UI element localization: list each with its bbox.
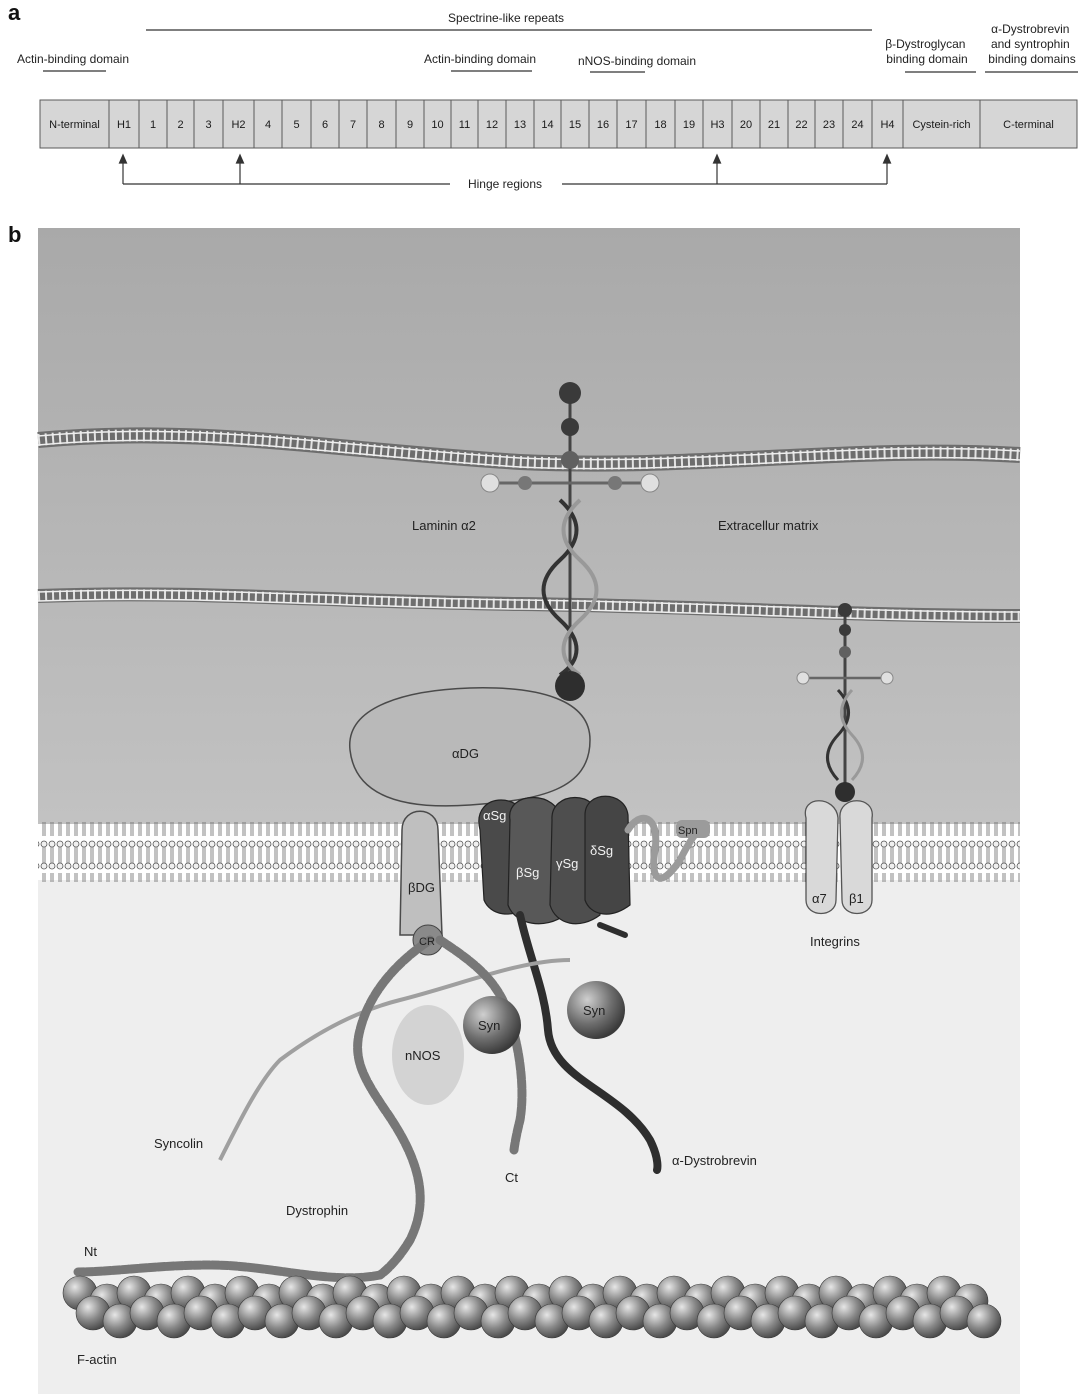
domain-cell-label: 9 xyxy=(407,119,413,131)
dsg-label: δSg xyxy=(590,843,613,858)
domain-cell: 2 xyxy=(167,100,194,148)
panel-b-complex-diagram: b xyxy=(8,222,1020,1394)
domain-cell-label: 18 xyxy=(654,119,666,131)
domain-cell-label: 10 xyxy=(431,119,443,131)
nnos-binding-domain-label: nNOS-binding domain xyxy=(578,54,696,68)
domain-cell-label: 19 xyxy=(683,119,695,131)
a7-label: α7 xyxy=(812,891,827,906)
adb-label: α-Dystrobrevin xyxy=(672,1153,757,1168)
domain-cell-label: 15 xyxy=(569,119,581,131)
bdg-binding-domain-label: β-Dystroglycan binding domain xyxy=(885,37,969,66)
extracellular-matrix-label: Extracellur matrix xyxy=(718,518,819,533)
domain-cell: 1 xyxy=(139,100,167,148)
domain-cell: 8 xyxy=(367,100,396,148)
domain-cell: 12 xyxy=(478,100,506,148)
domain-cell: Cystein-rich xyxy=(903,100,980,148)
actin-monomer xyxy=(967,1304,1001,1338)
domain-cell: 15 xyxy=(561,100,589,148)
domain-cell-label: H4 xyxy=(880,119,894,131)
domain-cell: 20 xyxy=(732,100,760,148)
domain-cell-label: 1 xyxy=(150,119,156,131)
adg-label: αDG xyxy=(452,746,479,761)
actin-binding-domain-2-label: Actin-binding domain xyxy=(424,52,536,66)
dystrophin-label: Dystrophin xyxy=(286,1203,348,1218)
domain-cell-label: H2 xyxy=(231,119,245,131)
domain-cell-label: 16 xyxy=(597,119,609,131)
domain-cell-label: C-terminal xyxy=(1003,119,1054,131)
domain-cell: 21 xyxy=(760,100,788,148)
domain-cell-label: H1 xyxy=(117,119,131,131)
domain-cell: H2 xyxy=(223,100,254,148)
domain-cell: 18 xyxy=(646,100,675,148)
domain-cell-label: 3 xyxy=(205,119,211,131)
syn-1-label: Syn xyxy=(478,1018,500,1033)
adb-binding-domain-label: α-Dystrobrevin and syntrophin binding do… xyxy=(988,22,1075,66)
domain-cell-label: 24 xyxy=(851,119,863,131)
gsg-label: γSg xyxy=(556,856,578,871)
hinge-regions-label: Hinge regions xyxy=(468,177,542,191)
domain-cell: 24 xyxy=(843,100,872,148)
domain-cell: 16 xyxy=(589,100,617,148)
asg-label: αSg xyxy=(483,808,506,823)
domain-cell-label: 21 xyxy=(768,119,780,131)
domain-cell-label: 6 xyxy=(322,119,328,131)
integrins-label: Integrins xyxy=(810,934,860,949)
domain-cell: N-terminal xyxy=(40,100,109,148)
beta-dystroglycan xyxy=(400,811,442,935)
domain-cell-label: H3 xyxy=(710,119,724,131)
domain-cell-label: 14 xyxy=(541,119,553,131)
domain-cell: 3 xyxy=(194,100,223,148)
domain-cell: 13 xyxy=(506,100,534,148)
ct-label: Ct xyxy=(505,1170,518,1185)
domain-cell-label: N-terminal xyxy=(49,119,100,131)
domain-cell-label: 2 xyxy=(177,119,183,131)
laminin-label: Laminin α2 xyxy=(412,518,476,533)
domain-cell: H3 xyxy=(703,100,732,148)
panel-a-domain-map: a Spectrine-like repeats Actin-binding d… xyxy=(8,0,1078,191)
domain-cell-label: 20 xyxy=(740,119,752,131)
domain-cell-label: 13 xyxy=(514,119,526,131)
panel-letter-a: a xyxy=(8,0,21,25)
domain-cell: H4 xyxy=(872,100,903,148)
bsg-label: βSg xyxy=(516,865,539,880)
syncolin-label: Syncolin xyxy=(154,1136,203,1151)
domain-cell-label: 5 xyxy=(293,119,299,131)
domain-cell: 19 xyxy=(675,100,703,148)
actin-binding-domain-1-label: Actin-binding domain xyxy=(17,52,129,66)
domain-cell: 6 xyxy=(311,100,339,148)
domain-cell: 5 xyxy=(282,100,311,148)
domain-cell-label: 11 xyxy=(459,119,470,131)
panel-letter-b: b xyxy=(8,222,21,247)
domain-cell: H1 xyxy=(109,100,139,148)
domain-cell: 22 xyxy=(788,100,815,148)
cr-label: CR xyxy=(419,936,435,948)
spn-label: Spn xyxy=(678,825,698,837)
domain-cell: 10 xyxy=(424,100,451,148)
domain-cell-label: 12 xyxy=(486,119,498,131)
domain-cell-label: 23 xyxy=(823,119,835,131)
domain-cell: 14 xyxy=(534,100,561,148)
domain-cell-label: Cystein-rich xyxy=(912,119,970,131)
domain-cell: 4 xyxy=(254,100,282,148)
domain-cell-label: 17 xyxy=(625,119,637,131)
domain-cell: 23 xyxy=(815,100,843,148)
domain-cell: C-terminal xyxy=(980,100,1077,148)
b1-label: β1 xyxy=(849,891,864,906)
domain-cell: 17 xyxy=(617,100,646,148)
domain-cell-label: 7 xyxy=(350,119,356,131)
domain-cell-label: 4 xyxy=(265,119,271,131)
domain-cell: 9 xyxy=(396,100,424,148)
domain-cell: 11 xyxy=(451,100,478,148)
domain-cell-label: 22 xyxy=(795,119,807,131)
nnos-label: nNOS xyxy=(405,1048,441,1063)
f-actin-label: F-actin xyxy=(77,1352,117,1367)
spectrine-repeats-label: Spectrine-like repeats xyxy=(448,11,564,25)
bdg-label: βDG xyxy=(408,880,435,895)
domain-cell-label: 8 xyxy=(378,119,384,131)
domain-cell: 7 xyxy=(339,100,367,148)
syn-2-label: Syn xyxy=(583,1003,605,1018)
nt-label: Nt xyxy=(84,1244,97,1259)
